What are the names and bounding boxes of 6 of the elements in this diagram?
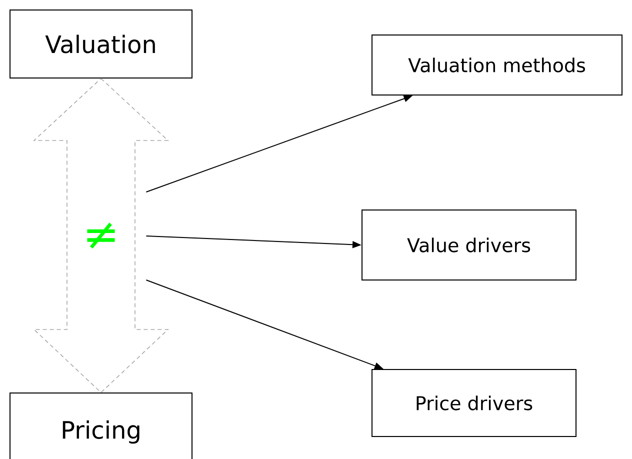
text-box: Value drivers [362,210,576,280]
text-box: Price drivers [372,369,576,437]
text-box: Valuation methods [372,34,622,96]
not-equal-sign: ≠ [87,222,115,249]
text-box: Valuation [10,10,192,78]
text-box: Pricing [10,392,192,459]
